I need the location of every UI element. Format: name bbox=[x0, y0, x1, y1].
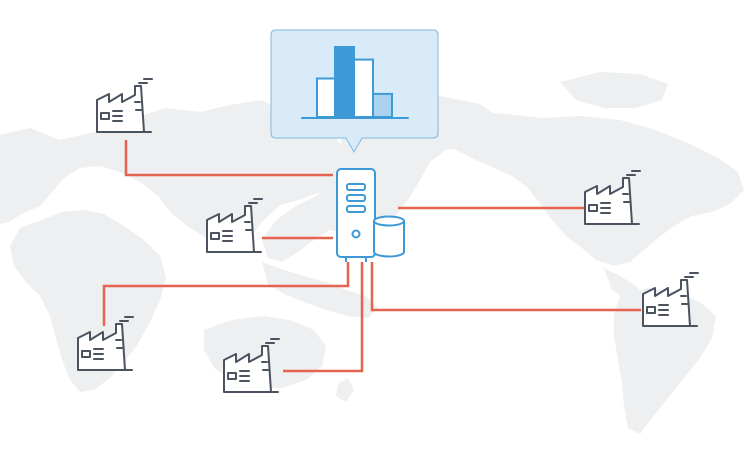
factory-top-left bbox=[96, 78, 153, 133]
factory-icon bbox=[77, 316, 134, 371]
map-landmass-southeast-asia bbox=[262, 262, 378, 318]
chart-bar bbox=[353, 58, 374, 118]
chart-bar bbox=[334, 46, 355, 118]
factory-icon bbox=[96, 78, 153, 133]
factory-icon bbox=[223, 338, 280, 393]
link-lower-left bbox=[102, 262, 350, 326]
link-top-left bbox=[124, 140, 333, 177]
factories bbox=[77, 78, 699, 393]
database-cylinder-icon bbox=[373, 215, 405, 258]
link-south-east bbox=[370, 262, 641, 312]
factory-east bbox=[584, 170, 641, 225]
factory-center-left bbox=[206, 198, 263, 253]
connection-links bbox=[102, 140, 641, 373]
server-tower-icon bbox=[336, 168, 376, 262]
factory-icon bbox=[584, 170, 641, 225]
map-landmass-greenland bbox=[560, 72, 668, 108]
chart-bar bbox=[316, 77, 337, 118]
factory-icon bbox=[642, 272, 699, 327]
factory-bottom-center bbox=[223, 338, 280, 393]
factory-icon bbox=[206, 198, 263, 253]
map-landmass-eurasia-west bbox=[0, 100, 345, 246]
map-landmass-africa bbox=[10, 210, 166, 392]
link-bottom-center bbox=[283, 262, 364, 373]
map-landmass-new-zealand bbox=[336, 378, 354, 402]
factory-south-east bbox=[642, 272, 699, 327]
chart-bar bbox=[372, 92, 393, 119]
analytics-callout bbox=[270, 29, 439, 154]
factory-lower-left bbox=[77, 316, 134, 371]
central-server bbox=[336, 168, 405, 262]
